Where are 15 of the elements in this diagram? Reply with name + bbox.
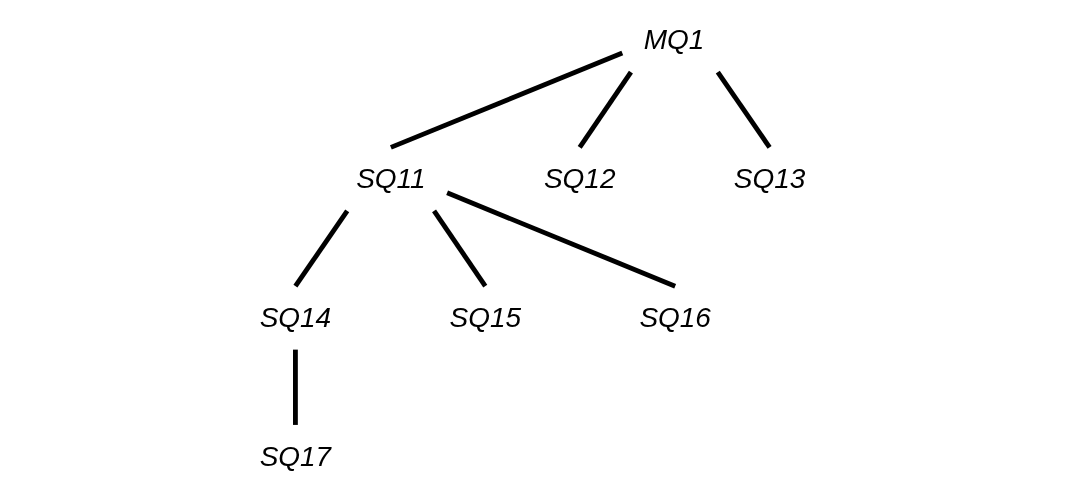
connector [577, 70, 633, 149]
connector [715, 70, 772, 149]
node-text: SQ14 [259, 301, 332, 334]
node-text: SQ13 [733, 162, 806, 195]
connector [432, 209, 488, 288]
node-text: SQ16 [639, 301, 711, 334]
connector [446, 190, 677, 289]
node-text: SQ11 [356, 162, 426, 195]
connector [293, 349, 298, 425]
node-text: SQ15 [449, 301, 522, 334]
node-text: SQ12 [543, 162, 616, 195]
node-text: SQ17 [259, 439, 332, 473]
connector [293, 209, 350, 288]
connector [389, 50, 624, 150]
node-text: MQ1 [643, 23, 705, 56]
